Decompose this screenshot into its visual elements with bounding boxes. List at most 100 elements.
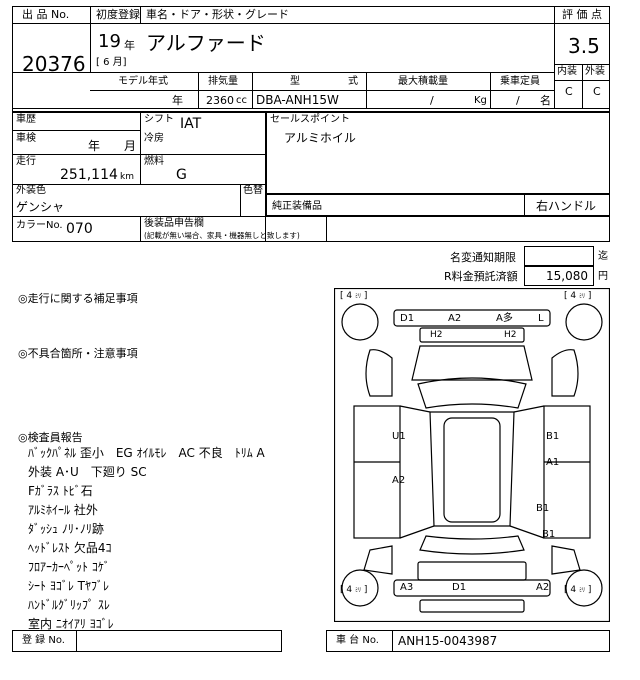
mileage-unit: km [120,172,134,182]
recycle-label: R料金預託済額 [444,270,518,283]
wheel-rear-left [341,569,379,607]
diagram-frame [334,288,610,622]
mark-front-2: A2 [448,313,462,324]
lot-no: 20376 [22,52,86,76]
first-reg-label: 初度登録 [96,8,140,21]
front-fender-right [551,349,579,397]
chassis-no-box [326,630,610,652]
ext-color-label: 外装色 [16,185,46,196]
inspector-title: ◎検査員報告 [18,431,83,444]
inspection-year-unit: 年 [88,139,101,153]
driving-notes-title: ◎走行に関する補足事項 [18,292,138,305]
recycle-box [524,266,594,286]
windshield [417,377,527,409]
interior-label: 内装 [557,66,577,77]
fuel: G [176,167,187,183]
capacity-label: 乗車定員 [500,76,540,87]
inspector-line-4: ｱﾙﾐﾎｲｰﾙ 社外 [28,503,98,517]
reg-no-box [12,630,282,652]
first-reg-month: [ 6 月] [96,57,127,68]
mark-right-4: B1 [542,529,556,540]
displacement-unit: cc [236,95,247,106]
first-reg-year-unit: 年 [124,39,135,52]
inspector-line-10: 室内 ﾆｵｲｱﾘ ﾖｺﾞﾚ [28,617,114,631]
capacity-slash: / [516,94,520,107]
side-left [353,405,401,539]
name-change-label: 名変通知期限 [450,251,516,264]
type-label-2: 式 [348,76,358,87]
mark-left-2: A2 [392,475,406,486]
fuel-label: 燃料 [144,156,164,167]
roof [429,411,515,527]
model-year-label: モデル年式 [118,76,168,87]
exterior-label: 外装 [585,66,605,77]
score: 3.5 [568,34,600,58]
mark-left-1: U1 [392,431,406,442]
mark-front-4: L [538,313,544,324]
chassis-no: ANH15-0043987 [398,634,498,648]
wheel-front-left [341,303,379,341]
recycle-unit: 円 [598,271,608,282]
interior-grade: C [565,85,573,98]
inspector-line-1: ﾊﾞｯｸﾊﾟﾈﾙ 歪小 EG ｵｲﾙﾓﾚ AC 不良 ﾄﾘﾑ A [28,446,265,460]
inspector-line-3: Fｶﾞﾗｽ ﾄﾋﾞ石 [28,484,93,498]
mark-rear-2: D1 [452,582,467,593]
mark-right-3: B1 [536,503,550,514]
displacement: 2360 [206,94,234,107]
max-load-unit: Kg [474,95,487,106]
tire-depth-fr: [ 4 ﾐﾘ ] [564,291,592,301]
damage-diagram: [ 4 ﾐﾘ ] [ 4 ﾐﾘ ] [ 4 ﾐﾘ ] [ 4 ﾐﾘ ] D1 A… [334,288,610,622]
steering: 右ハンドル [536,199,597,213]
max-load-label: 最大積載量 [398,76,448,87]
chassis-no-label: 車 台 No. [336,635,379,646]
shift-value: IAT [180,116,202,132]
genuine-parts-label: 純正装備品 [272,201,322,212]
front-bumper [393,309,551,327]
ext-color: ゲンシャ [16,200,65,214]
sales-points-box [266,112,610,194]
rear-fender-right [551,545,581,575]
mark-right-1: B1 [546,431,560,442]
mileage: 251,114 [60,167,118,183]
shift-label: シフト [144,114,174,125]
hood [411,345,533,381]
score-label: 評 価 点 [562,8,602,21]
inspector-line-7: ﾌﾛｱｰｶｰﾍﾟｯﾄ ｺｹﾞ [28,560,110,574]
model-year-unit: 年 [172,94,183,107]
color-no-label: カラーNo. [16,220,63,231]
first-reg-year: 19 [98,31,121,52]
type-label-1: 型 [290,76,300,87]
car-outline-svg [334,288,610,622]
mark-right-2: A1 [546,457,560,468]
wheel-rear-right [565,569,603,607]
history-label: 車歴 [16,114,36,125]
car-name: アルファード [146,31,266,55]
wheel-front-right [565,303,603,341]
mileage-label: 走行 [16,156,36,167]
name-change-unit: 迄 [598,251,608,262]
inspector-line-5: ﾀﾞｯｼｭ ﾉﾘ･ﾉﾘ跡 [28,522,104,536]
mark-front-1: D1 [400,313,415,324]
defects-title: ◎不具合箇所・注意事項 [18,347,138,360]
displacement-label: 排気量 [208,76,238,87]
mark-rear-3: A2 [536,582,550,593]
ac-label: 冷房 [144,133,164,144]
rear-fender-left [363,545,393,575]
tire-depth-rl: [ 4 ﾐﾘ ] [340,585,368,595]
capacity-unit: 名 [540,94,551,107]
header-frame [12,6,610,112]
color-change-label: 色替 [243,185,263,196]
color-no: 070 [66,221,93,237]
mark-rear-1: A3 [400,582,414,593]
sales-points: アルミホイル [284,131,356,145]
model-type: DBA-ANH15W [256,93,339,107]
tire-depth-rr: [ 4 ﾐﾘ ] [564,585,592,595]
sales-points-label: セールスポイント [270,114,350,125]
mark-headlamp-left: H2 [430,330,443,340]
side-right [543,405,591,539]
lot-no-label: 出 品 No. [22,8,70,21]
recycle-value: 15,080 [546,269,588,283]
tire-depth-fl: [ 4 ﾐﾘ ] [340,291,368,301]
name-change-box [524,246,594,266]
aftermarket-note: (記載が無い場合、家具・機器無しと致します) [144,231,300,240]
